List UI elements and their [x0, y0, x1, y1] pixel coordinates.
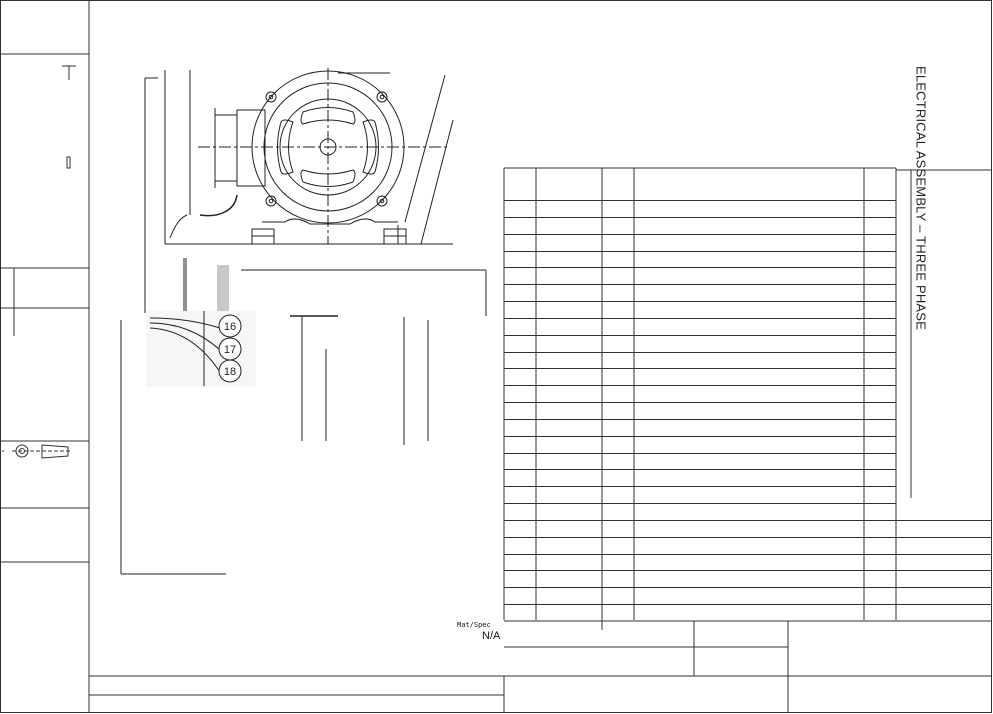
projection-symbol: [2, 444, 70, 459]
mat-spec-value: N/A: [482, 630, 501, 642]
callout-16: 16: [224, 321, 236, 333]
callout-18: 18: [224, 366, 236, 378]
title-block: [89, 620, 992, 713]
motor-assembly-view: [164, 68, 454, 245]
mat-spec-label: Mat/Spec: [457, 621, 491, 629]
drawing-title: ELECTRICAL ASSEMBLY – THREE PHASE: [913, 42, 929, 354]
terminal-wiring-detail: 16 17 18: [146, 311, 256, 387]
cable-highlight: [217, 265, 229, 313]
parts-list-table: [503, 167, 992, 630]
callout-17: 17: [224, 344, 236, 356]
leader-lines: [120, 77, 487, 575]
parts-table-rows: [504, 200, 992, 605]
drawing-title-text: ELECTRICAL ASSEMBLY – THREE PHASE: [913, 65, 929, 331]
